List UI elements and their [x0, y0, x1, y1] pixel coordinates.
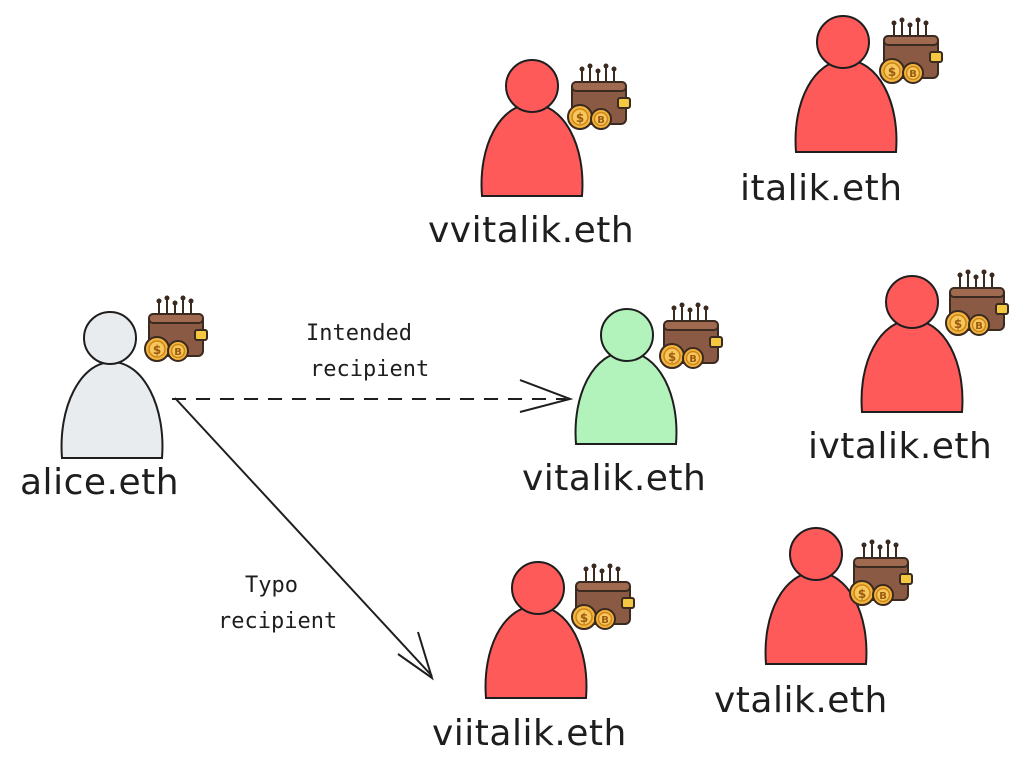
person-head	[789, 527, 843, 581]
wallet-icon	[945, 268, 1009, 336]
node-vvitalik: vvitalik.eth	[428, 59, 634, 251]
person-icon	[60, 360, 164, 459]
wallet-icon	[144, 294, 208, 362]
wallet-icon	[659, 301, 723, 369]
edge-label-typo: Typo recipient	[218, 573, 337, 634]
node-viitalik: viitalik.eth	[432, 561, 635, 754]
node-label: vitalik.eth	[522, 458, 706, 499]
person-head	[885, 275, 939, 329]
edge-label-intended: Intended recipient	[306, 321, 429, 382]
person-head	[511, 561, 565, 615]
wallet-icon	[571, 562, 635, 630]
edge-label-intended-line2: recipient	[310, 357, 429, 382]
edge-label-typo-line1: Typo	[245, 573, 298, 598]
node-label: alice.eth	[20, 462, 179, 503]
edge-label-typo-line2: recipient	[218, 609, 337, 634]
wallet-icon	[849, 538, 913, 606]
node-vitalik: vitalik.eth	[522, 301, 723, 499]
node-label: vtalik.eth	[714, 680, 888, 721]
node-vtalik: vtalik.eth	[714, 527, 913, 721]
edge-intended	[172, 379, 574, 413]
wallet-icon	[567, 62, 631, 130]
person-head	[505, 59, 559, 113]
node-alice: alice.eth	[20, 294, 208, 503]
node-label: vvitalik.eth	[428, 210, 634, 251]
node-label: viitalik.eth	[432, 713, 627, 754]
person-head	[816, 15, 870, 69]
node-ivtalik: ivtalik.eth	[808, 268, 1009, 467]
edge-label-intended-line1: Intended	[306, 321, 412, 346]
wallet-icon	[879, 16, 943, 84]
person-head	[83, 311, 137, 365]
node-italik: italik.eth	[740, 15, 943, 209]
edge-typo	[174, 397, 434, 681]
person-head	[600, 308, 654, 362]
node-label: italik.eth	[740, 168, 903, 209]
person-icon	[574, 350, 678, 445]
node-label: ivtalik.eth	[808, 426, 992, 467]
person-icon	[860, 318, 964, 413]
